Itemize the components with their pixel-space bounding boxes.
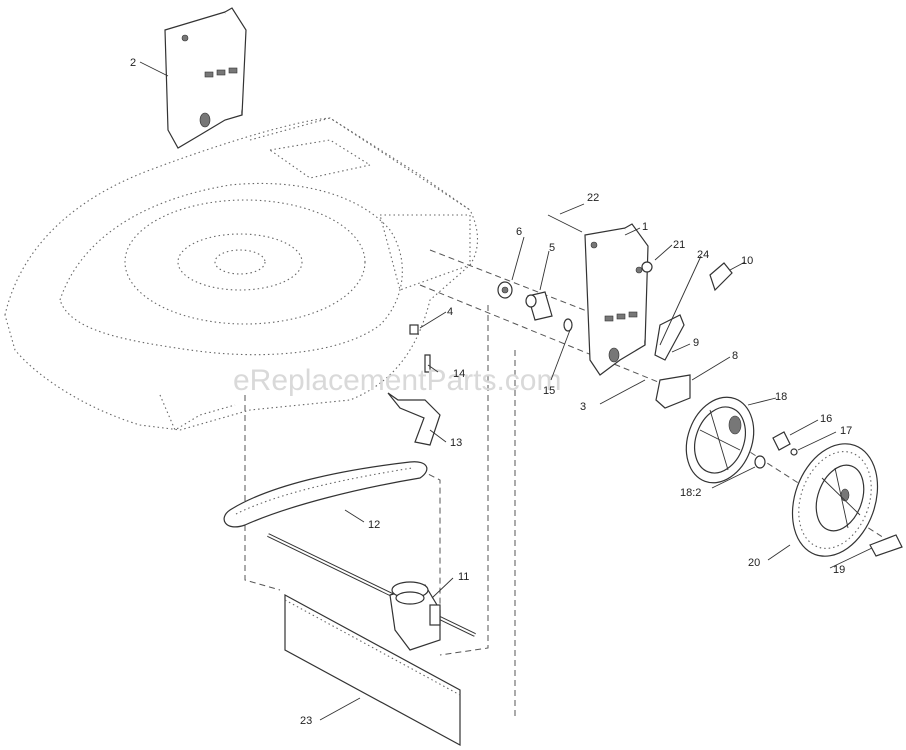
callout-18-2: 18:2 [680,487,701,499]
leader-lines [139,61,873,721]
callout-9: 9 [693,337,699,349]
callout-2: 2 [130,57,136,69]
callout-18: 18 [775,391,787,403]
callout-14: 14 [453,368,465,380]
part-1-height-bracket [584,223,649,376]
callout-3: 3 [580,401,586,413]
callout-22: 22 [587,192,599,204]
watermark: eReplacementParts.com [233,364,561,397]
hardware-parts [387,214,903,557]
callout-23: 23 [300,715,312,727]
callout-19: 19 [833,564,845,576]
callout-16: 16 [820,413,832,425]
callout-11: 11 [458,571,469,583]
callout-24: 24 [697,249,709,261]
callout-10: 10 [741,255,753,267]
callout-20: 20 [748,557,760,569]
part-12-drive-belt [223,461,428,528]
part-11-transmission [267,533,476,651]
callout-17: 17 [840,425,852,437]
callout-1: 1 [642,221,648,233]
mower-deck-outline [4,117,479,431]
callout-21: 21 [673,239,685,251]
part-18-wheel-gear [685,396,755,484]
callout-15: 15 [543,385,555,397]
callout-13: 13 [450,437,462,449]
part-2-height-bracket [164,7,247,149]
callout-12: 12 [368,519,380,531]
part-20-wheel [791,443,879,557]
part-23-rear-flap [284,593,461,747]
callout-6: 6 [516,226,522,238]
callout-labels: 2 22 1 21 6 5 10 24 4 9 8 14 15 3 18 13 … [130,57,852,727]
callout-4: 4 [447,306,453,318]
callout-5: 5 [549,242,555,254]
callout-8: 8 [732,350,738,362]
